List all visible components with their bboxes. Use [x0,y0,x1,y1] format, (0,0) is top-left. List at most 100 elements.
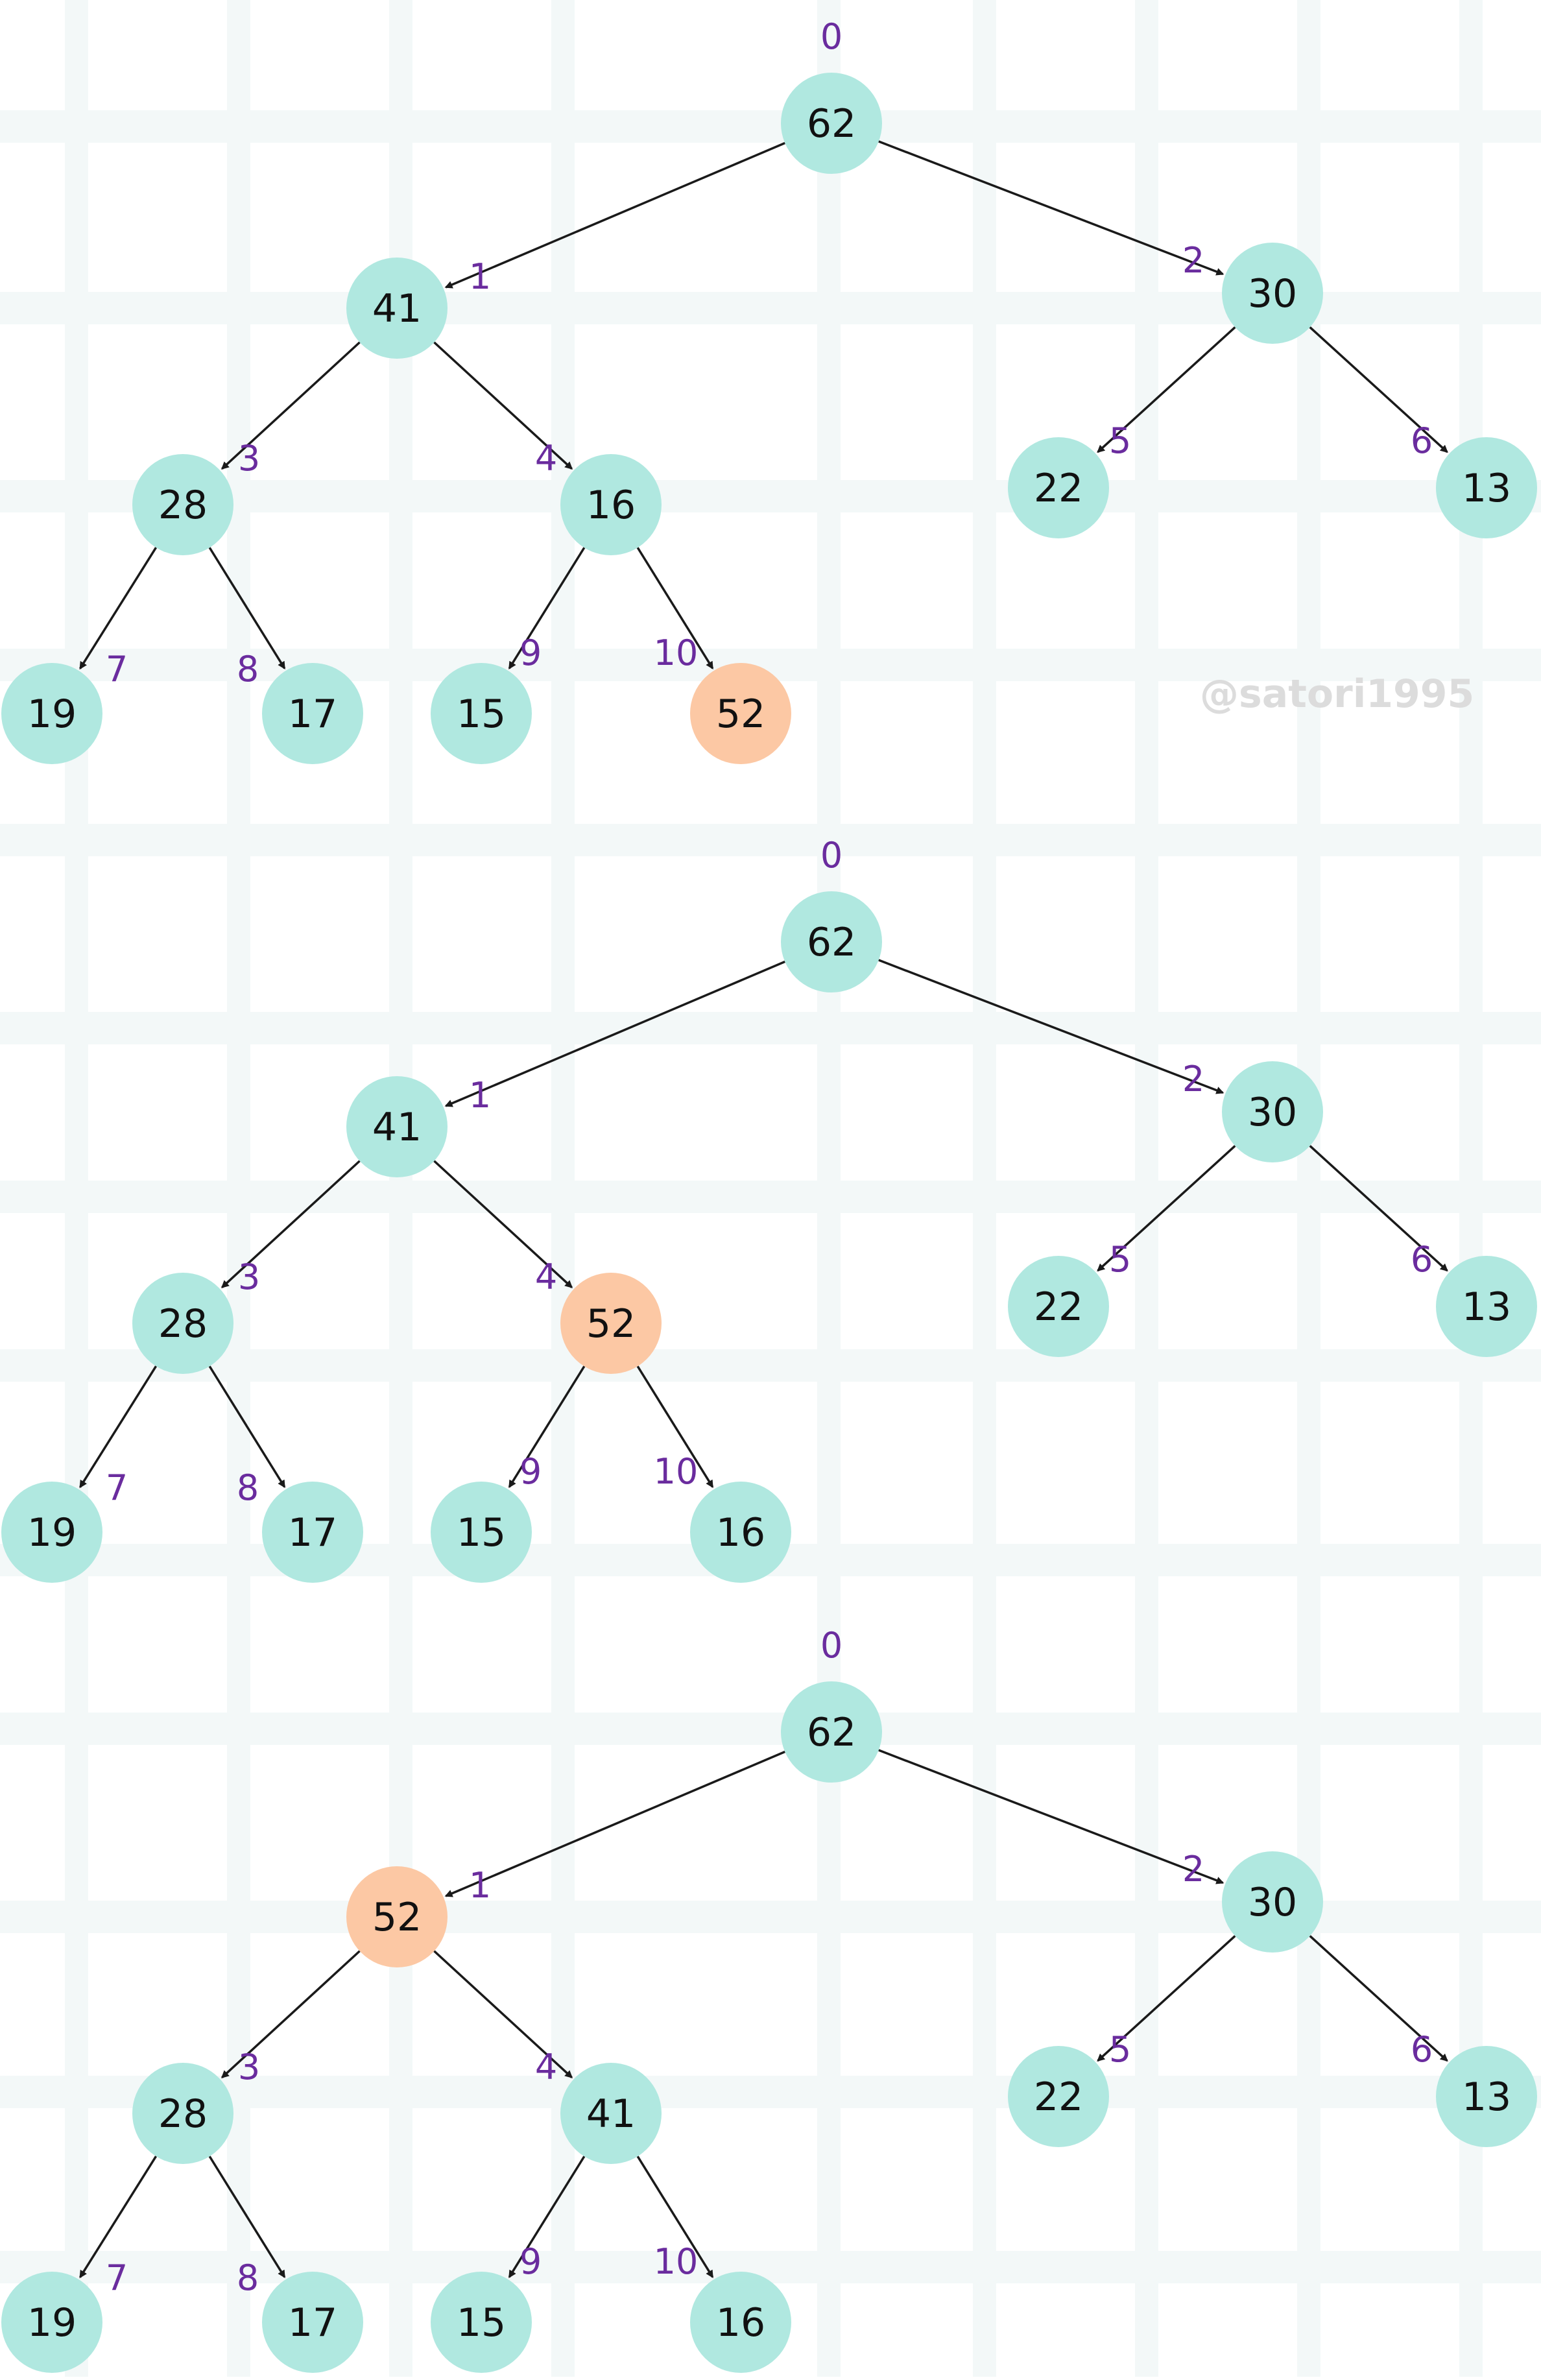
node-value-label: 28 [158,483,208,528]
tree-node-highlighted [346,1866,448,1967]
tree-edge-arrow [1309,1935,1448,2062]
tree-node [132,454,233,555]
node-value-label: 22 [1034,466,1083,511]
node-index-label: 10 [654,632,699,673]
tree-node [346,258,448,359]
tree-edge-arrow [79,547,158,670]
node-value-label: 13 [1462,1284,1511,1330]
node-index-label: 2 [1182,1059,1204,1100]
tree-node [1,663,102,764]
node-index-label: 9 [520,632,542,673]
node-value-label: 16 [586,483,636,528]
node-value-label: 19 [27,691,77,737]
tree-node [781,891,882,992]
tree-node [132,2063,233,2164]
node-index-label: 0 [820,1625,842,1666]
grid-stripe-horizontal [0,110,1541,143]
tree-edge-arrow [208,547,286,670]
tree-edge-arrow [444,141,785,289]
tree-edge-arrow [221,1160,361,1288]
node-value-label: 22 [1034,2074,1083,2120]
tree-node [781,1681,882,1783]
node-value-label: 16 [716,2300,765,2346]
node-index-label: 5 [1109,1239,1131,1280]
tree-edge-arrow [508,1365,586,1489]
node-index-label: 3 [238,2047,260,2087]
watermark-text: @satori1995 [1200,671,1474,717]
tree-node-highlighted [560,1273,662,1374]
tree-node [1008,2046,1109,2147]
tree-node [560,2063,662,2164]
tree-edge-arrow [878,140,1224,276]
node-value-label: 19 [27,2300,77,2346]
tree-node [1008,437,1109,538]
tree-node [431,2272,532,2373]
node-index-label: 1 [469,1075,491,1116]
node-value-label: 41 [372,1105,422,1150]
node-index-label: 2 [1182,1849,1204,1890]
tree-edge-arrow [221,1950,361,2078]
tree-node [1,2272,102,2373]
node-value-label: 19 [27,1510,77,1556]
node-value-label: 30 [1248,271,1297,317]
tree-node-highlighted [690,663,791,764]
grid-stripe-horizontal [0,1349,1541,1382]
grid-stripe-horizontal [0,2251,1541,2283]
node-value-label: 17 [288,1510,337,1556]
node-value-label: 17 [288,691,337,737]
tree-edge-arrow [79,1365,158,1489]
tree-edge-arrow [444,960,785,1107]
node-index-label: 8 [237,2257,259,2298]
tree-node [690,1482,791,1583]
node-index-label: 7 [106,2257,128,2298]
tree-edge-arrow [433,341,573,470]
node-index-label: 3 [238,438,260,479]
tree-edge-arrow [79,2156,158,2279]
tree-edge-arrow [208,2156,286,2279]
node-value-label: 52 [372,1895,422,1940]
node-value-label: 13 [1462,2074,1511,2120]
tree-node [262,1482,363,1583]
tree-node [560,454,662,555]
node-index-label: 6 [1411,420,1433,461]
node-index-label: 6 [1411,2029,1433,2070]
tree-edge-arrow [433,1160,573,1288]
tree-node [1222,1851,1323,1953]
tree-node [1222,243,1323,344]
tree-edge-arrow [878,959,1224,1094]
tree-edge-arrow [878,1749,1224,1884]
tree-node [781,73,882,174]
tree-edge-arrow [636,547,714,670]
node-index-label: 10 [654,2241,699,2282]
grid-stripe-horizontal [0,1181,1541,1213]
tree-node [1008,1256,1109,1357]
node-index-label: 2 [1182,240,1204,281]
tree-edge-arrow [636,1365,714,1489]
node-index-label: 0 [820,835,842,876]
node-value-label: 17 [288,2300,337,2346]
node-value-label: 30 [1248,1880,1297,1925]
tree-edge-arrow [1309,326,1448,453]
tree-node [132,1273,233,1374]
node-value-label: 15 [457,2300,506,2346]
node-index-label: 4 [535,1256,557,1297]
node-value-label: 41 [372,286,422,331]
tree-node [1222,1061,1323,1162]
grid-stripe-horizontal [0,824,1541,856]
node-value-label: 41 [586,2091,636,2137]
tree-node [1436,437,1537,538]
node-value-label: 13 [1462,466,1511,511]
node-value-label: 16 [716,1510,765,1556]
grid-stripe-horizontal [0,1713,1541,1745]
tree-node [262,663,363,764]
grid-stripe-horizontal [0,480,1541,512]
grid-stripe-horizontal [0,2076,1541,2108]
node-index-label: 1 [469,1865,491,1906]
tree-edge-arrow [433,1950,573,2078]
tree-edge-arrow [1097,326,1236,453]
node-value-label: 52 [586,1301,636,1347]
node-value-label: 15 [457,1510,506,1556]
